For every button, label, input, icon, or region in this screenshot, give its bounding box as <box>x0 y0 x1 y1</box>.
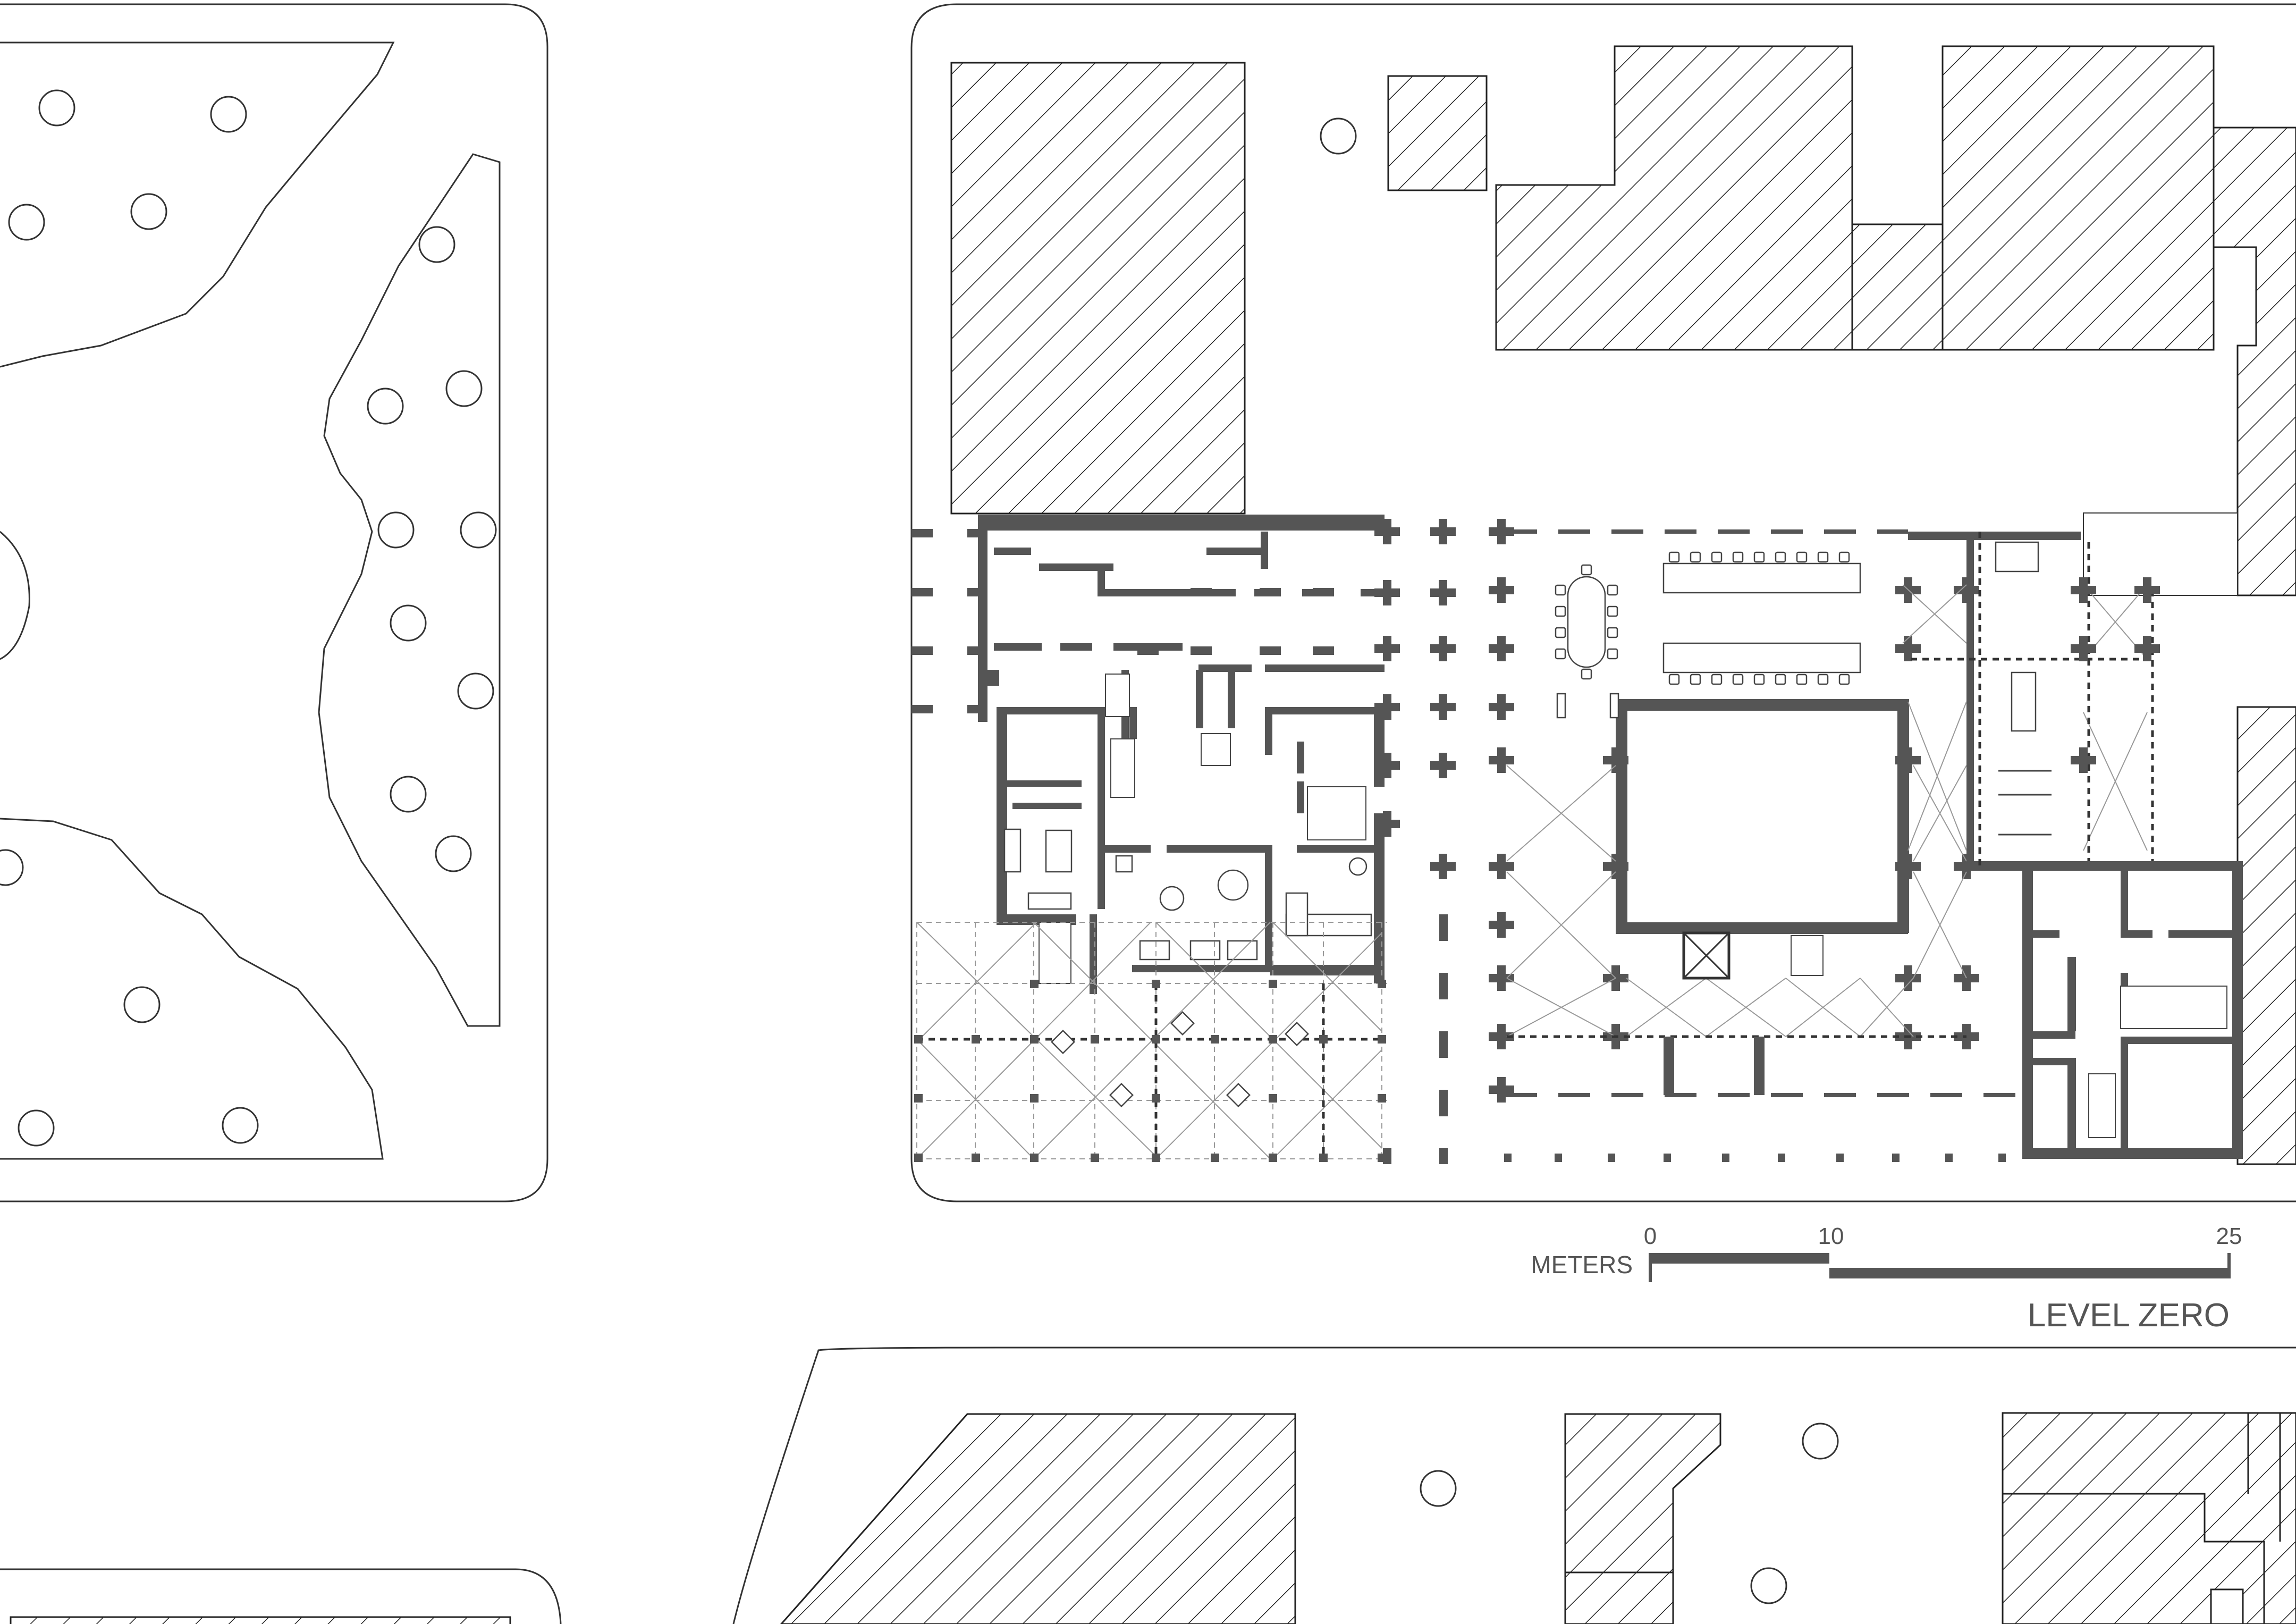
scale-unit-label: METERS <box>1531 1251 1633 1278</box>
scale-bar <box>1649 1253 2231 1282</box>
scale-tick-25: 25 <box>2216 1223 2242 1249</box>
stair-west <box>1039 674 1366 984</box>
main-block <box>910 3 2296 1202</box>
passage-columns <box>1374 519 1456 1164</box>
west-courtyard-grid <box>914 922 1387 1162</box>
portico-west <box>911 529 1334 713</box>
east-building <box>1902 532 2243 1159</box>
conference-furniture <box>1556 562 1861 719</box>
park-trees <box>0 89 497 1147</box>
dining-furniture <box>1115 855 1368 961</box>
level-title: LEVEL ZERO <box>2028 1297 2230 1334</box>
street-tree <box>1320 117 1357 155</box>
central-building <box>1489 519 2020 1103</box>
south-columns <box>1504 1154 2006 1162</box>
courtyard-tables <box>1051 1011 1309 1107</box>
scale-tick-0: 0 <box>1644 1223 1657 1249</box>
park-block <box>0 3 548 1202</box>
neighbor-buildings <box>950 45 2296 1165</box>
bottom-left-block <box>0 1568 562 1624</box>
scale-tick-10: 10 <box>1818 1223 1844 1249</box>
south-block <box>732 1347 2296 1624</box>
